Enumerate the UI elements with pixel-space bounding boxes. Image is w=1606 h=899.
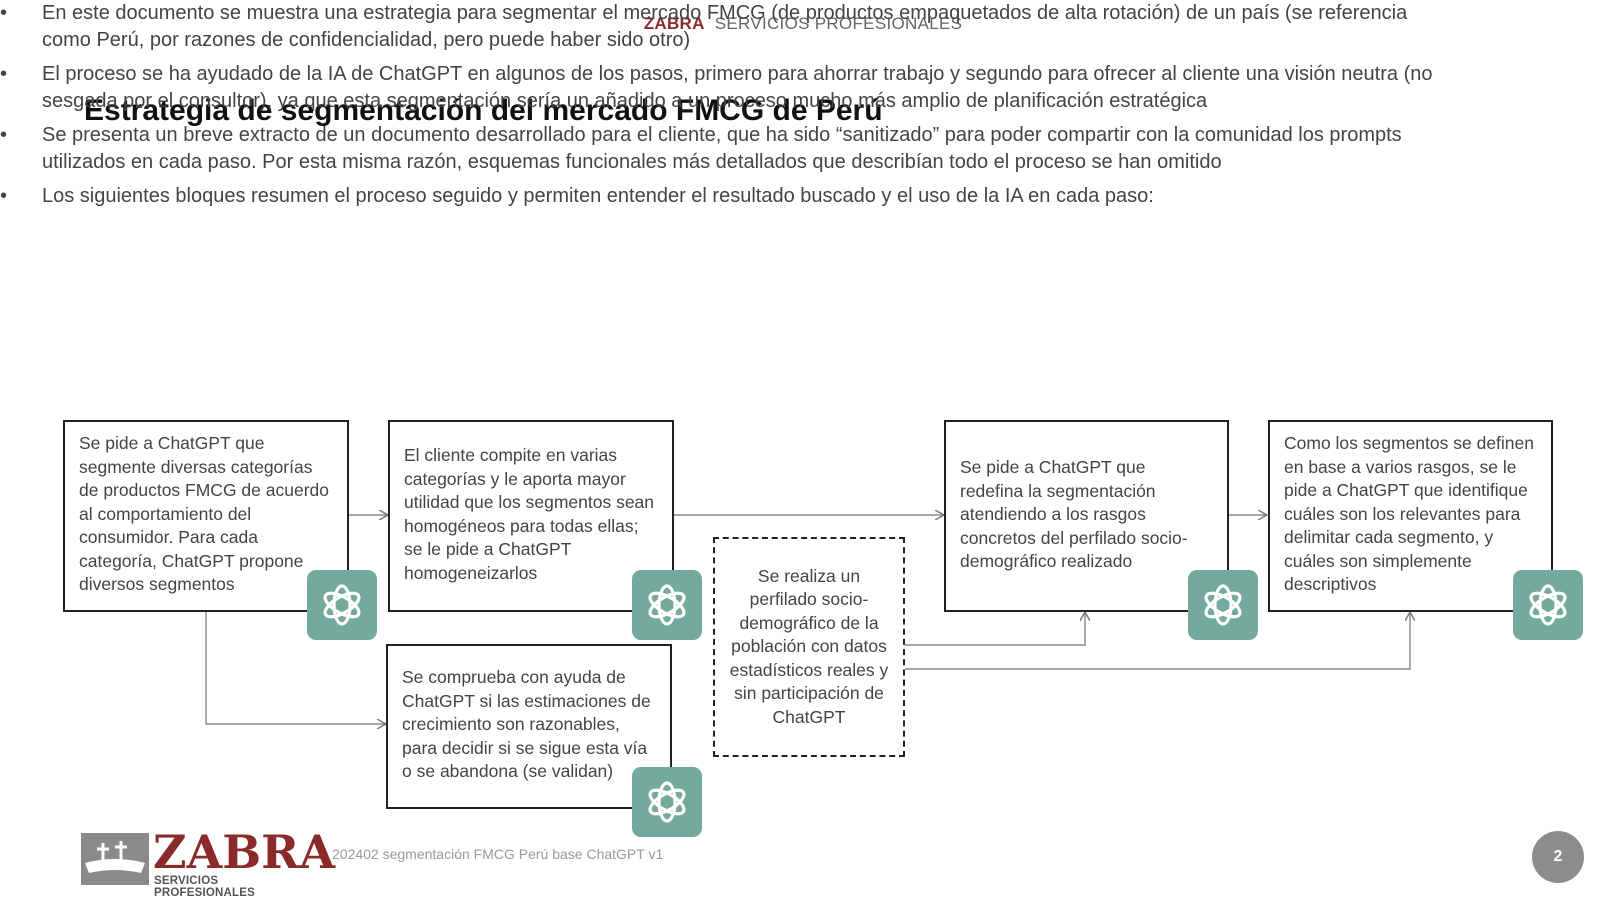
page-number-badge: 2 [1532, 831, 1584, 883]
bullet-item: • Los siguientes bloques resumen el proce… [0, 183, 1460, 210]
logo-image-icon [81, 833, 149, 885]
chatgpt-logo-icon [1188, 570, 1258, 640]
bullet-item: • En este documento se muestra una estrat… [0, 0, 1460, 54]
flow-step-1-text: Se pide a ChatGPT que segmente diversas … [79, 433, 329, 594]
bullet-text: El proceso se ha ayudado de la IA de Cha… [42, 63, 1433, 112]
flow-step-2: El cliente compite en varias categorías … [388, 420, 674, 612]
chatgpt-logo-icon [632, 570, 702, 640]
document-name: 202402 segmentación FMCG Perú base ChatG… [332, 846, 664, 862]
flow-step-2-text: El cliente compite en varias categorías … [404, 445, 655, 583]
flow-step-1: Se pide a ChatGPT que segmente diversas … [63, 420, 349, 612]
brand-header: ZABRA SERVICIOS PROFESIONALES [0, 14, 1606, 34]
flow-step-5: Se pide a ChatGPT que redefina la segmen… [944, 420, 1229, 612]
bullet-dot: • [0, 185, 8, 207]
flow-step-3-text: Se comprueba con ayuda de ChatGPT si las… [402, 667, 651, 781]
bullet-text: Se presenta un breve extracto de un docu… [42, 124, 1402, 173]
logo-wordmark: ZABRA [153, 825, 336, 879]
flow-step-3: Se comprueba con ayuda de ChatGPT si las… [386, 644, 672, 809]
brand-header-tagline: SERVICIOS PROFESIONALES [714, 14, 963, 33]
arrow-step4-step5 [904, 612, 1085, 646]
flow-step-4-text: Se realiza un perfilado socio-demográfic… [729, 565, 889, 727]
flow-step-5-text: Se pide a ChatGPT que redefina la segmen… [960, 457, 1188, 571]
brand-header-name: ZABRA [643, 14, 705, 33]
flow-step-6: Como los segmentos se definen en base a … [1268, 420, 1553, 612]
footer-logo: ZABRA SERVICIOS PROFESIONALES [81, 827, 335, 899]
bullet-text: Los siguientes bloques resumen el proces… [42, 185, 1154, 207]
bullet-dot: • [0, 124, 8, 146]
bullet-item: • Se presenta un breve extracto de un doc… [0, 122, 1460, 176]
chatgpt-logo-icon [307, 570, 377, 640]
bullet-text: En este documento se muestra una estrate… [42, 2, 1408, 51]
flow-step-4: Se realiza un perfilado socio-demográfic… [713, 537, 905, 757]
arrow-step4-step6 [904, 612, 1410, 670]
chatgpt-logo-icon [1513, 570, 1583, 640]
bullet-list: • En este documento se muestra una estrat… [0, 0, 1460, 210]
page-title: Estrategia de segmentación del mercado F… [84, 94, 883, 127]
chatgpt-logo-icon [632, 767, 702, 837]
logo-subtitle: SERVICIOS PROFESIONALES [154, 875, 256, 899]
bullet-item: • El proceso se ha ayudado de la IA de Ch… [0, 61, 1460, 115]
flow-step-6-text: Como los segmentos se definen en base a … [1284, 433, 1534, 594]
bullet-dot: • [0, 63, 8, 85]
bullet-dot: • [0, 2, 8, 24]
